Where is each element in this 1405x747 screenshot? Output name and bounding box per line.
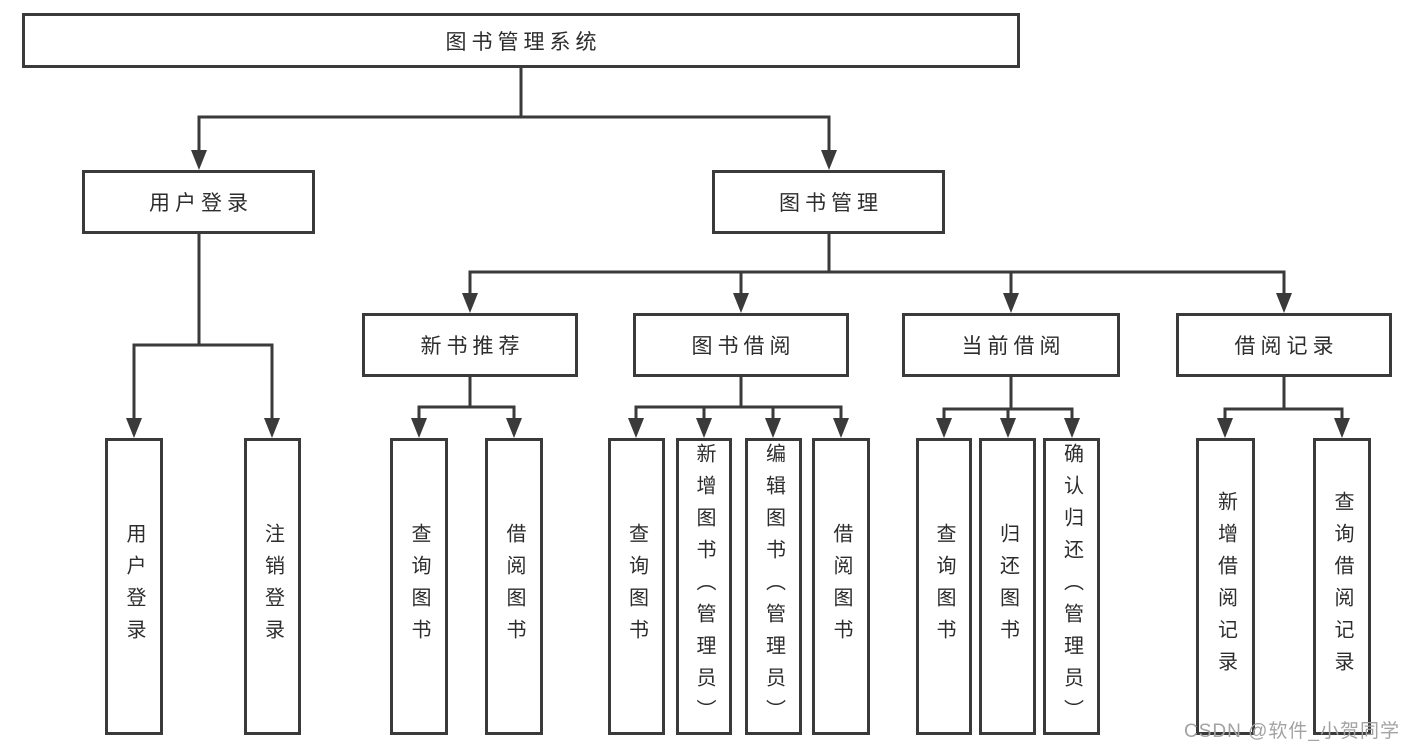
leaf-borrow-books-recommend-label: 借阅图书 (503, 522, 525, 651)
leaf-borrow-books-recommend: 借阅图书 (485, 438, 543, 735)
node-root-label: 图书管理系统 (445, 30, 602, 54)
leaf-add-books-admin: 新增图书（管理员） (676, 438, 732, 735)
arrowhead-icon (411, 418, 427, 438)
watermark-text: CSDN @软件_小贺同学 (1184, 721, 1400, 742)
node-new-book-recommend: 新书推荐 (362, 313, 578, 377)
leaf-user-login-label: 用户登录 (123, 522, 145, 651)
arrowhead-icon (833, 418, 849, 438)
leaf-add-books-admin-label: 新增图书（管理员） (693, 442, 715, 731)
arrowhead-icon (191, 150, 207, 170)
node-root: 图书管理系统 (22, 13, 1020, 68)
arrowhead-icon (936, 418, 952, 438)
connector-userlogin-branch (132, 234, 274, 420)
node-book-management: 图书管理 (712, 170, 945, 234)
connector-bookborrow-branch (634, 377, 843, 420)
connector-borrowrecord-branch (1223, 377, 1344, 420)
arrowhead-icon (264, 418, 280, 438)
leaf-query-books-borrow: 查询图书 (608, 438, 665, 735)
leaf-user-login: 用户登录 (105, 438, 163, 735)
arrowhead-icon (628, 418, 644, 438)
leaf-query-books-borrow-label: 查询图书 (625, 522, 648, 651)
leaf-borrow-books-label: 借阅图书 (830, 522, 852, 651)
leaf-logout-label: 注销登录 (261, 522, 284, 651)
leaf-query-borrow-record-label: 查询借阅记录 (1331, 490, 1353, 683)
node-book-management-label: 图书管理 (779, 192, 883, 215)
arrowhead-icon (1276, 293, 1292, 313)
leaf-query-books-current: 查询图书 (916, 438, 972, 735)
arrowhead-icon (1003, 293, 1019, 313)
leaf-confirm-return-admin-label: 确认归还（管理员） (1060, 442, 1083, 731)
arrowhead-icon (462, 293, 478, 313)
leaf-logout: 注销登录 (244, 438, 301, 735)
node-user-login: 用户登录 (82, 170, 315, 234)
node-current-borrow: 当前借阅 (902, 313, 1120, 377)
node-borrow-record: 借阅记录 (1176, 313, 1392, 377)
leaf-edit-books-admin: 编辑图书（管理员） (745, 438, 802, 735)
arrowhead-icon (1000, 418, 1016, 438)
node-current-borrow-label: 当前借阅 (961, 335, 1066, 358)
connector-root-to-level2 (197, 68, 831, 152)
leaf-add-borrow-record-label: 新增借阅记录 (1214, 490, 1237, 683)
node-user-login-label: 用户登录 (149, 192, 253, 215)
arrowhead-icon (1217, 418, 1233, 438)
node-book-borrow: 图书借阅 (633, 313, 849, 377)
leaf-edit-books-admin-label: 编辑图书（管理员） (762, 442, 785, 731)
leaf-query-borrow-record: 查询借阅记录 (1313, 438, 1371, 735)
leaf-query-books-recommend-label: 查询图书 (408, 522, 430, 651)
node-book-borrow-label: 图书借阅 (691, 335, 796, 358)
arrowhead-icon (126, 418, 142, 438)
leaf-query-books-current-label: 查询图书 (933, 522, 955, 651)
leaf-borrow-books: 借阅图书 (812, 438, 870, 735)
arrowhead-icon (821, 150, 837, 170)
connector-bookmgmt-to-level3 (468, 234, 1286, 295)
leaf-return-books: 归还图书 (979, 438, 1036, 735)
leaf-confirm-return-admin: 确认归还（管理员） (1043, 438, 1100, 735)
connector-newbook-branch (417, 377, 516, 420)
leaf-return-books-label: 归还图书 (996, 522, 1019, 651)
arrowhead-icon (1064, 418, 1080, 438)
connector-currentborrow-branch (942, 377, 1074, 420)
node-new-book-recommend-label: 新书推荐 (420, 335, 525, 358)
node-borrow-record-label: 借阅记录 (1234, 335, 1339, 358)
arrowhead-icon (696, 418, 712, 438)
arrowhead-icon (765, 418, 781, 438)
leaf-query-books-recommend: 查询图书 (390, 438, 448, 735)
arrowhead-icon (733, 293, 749, 313)
arrowhead-icon (1334, 418, 1350, 438)
arrowhead-icon (506, 418, 522, 438)
leaf-add-borrow-record: 新增借阅记录 (1196, 438, 1255, 735)
